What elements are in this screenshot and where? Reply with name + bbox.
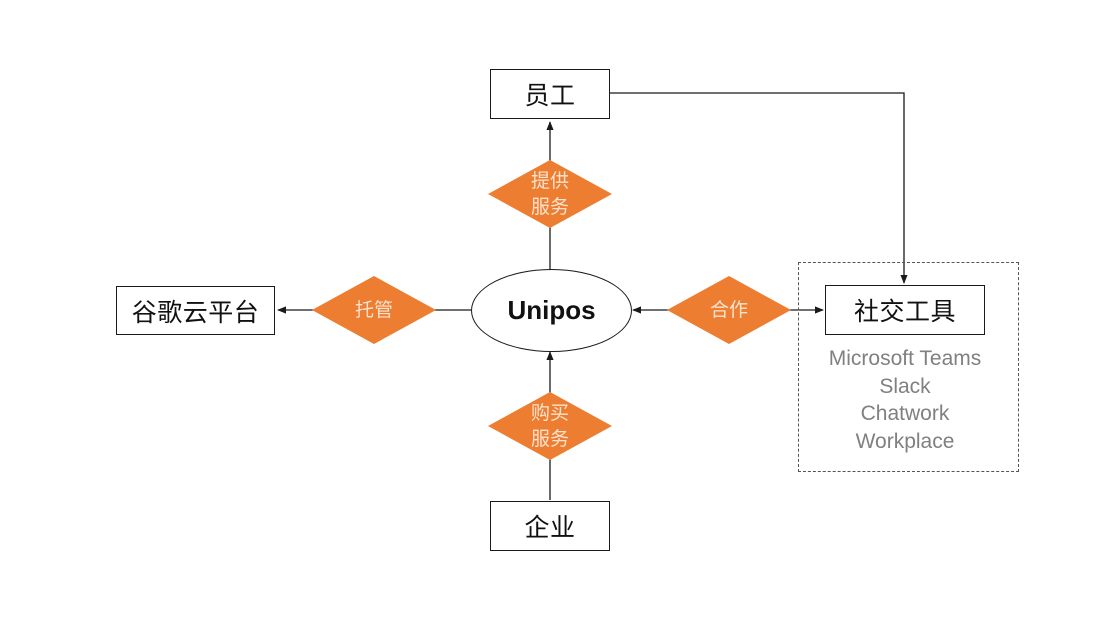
- diamond-shape: [488, 392, 612, 460]
- social-tool-item: Workplace: [855, 429, 955, 453]
- social-tools-label: 社交工具: [853, 297, 956, 326]
- relation-purchase-service-line1: 购买: [530, 402, 569, 424]
- social-tools-list: Microsoft Teams Slack Chatwork Workplace: [805, 345, 1005, 455]
- social-tool-item: Slack: [879, 374, 931, 398]
- relation-hosting: 托管: [312, 276, 436, 344]
- employee-label: 员工: [524, 81, 576, 110]
- employee-node: 员工: [490, 69, 610, 119]
- unipos-label: Unipos: [507, 295, 596, 325]
- google-cloud-label: 谷歌云平台: [131, 297, 260, 327]
- relation-provide-service-line2: 服务: [530, 196, 569, 218]
- diamond-shape: [488, 160, 612, 228]
- relation-partnership-label: 合作: [709, 299, 748, 321]
- relation-purchase-service-line2: 服务: [530, 428, 569, 450]
- social-tools-group: [798, 262, 1019, 472]
- relation-purchase-service: 购买 服务: [488, 392, 612, 460]
- social-tool-item: Chatwork: [860, 402, 950, 425]
- diamond-shape: [312, 276, 436, 344]
- diamond-shape: [667, 276, 791, 344]
- enterprise-node: 企业: [490, 501, 610, 551]
- google-cloud-node: 谷歌云平台: [116, 286, 275, 335]
- relation-partnership: 合作: [667, 276, 791, 344]
- enterprise-label: 企业: [524, 513, 576, 542]
- relation-provide-service-line1: 提供: [530, 170, 569, 192]
- relation-provide-service: 提供 服务: [488, 160, 612, 228]
- social-tools-node: 社交工具: [825, 285, 985, 335]
- edge-employee-to-social-tools: [610, 92, 908, 284]
- relation-hosting-label: 托管: [354, 299, 393, 321]
- social-tool-item: Microsoft Teams: [828, 347, 982, 370]
- unipos-node: Unipos: [471, 269, 632, 352]
